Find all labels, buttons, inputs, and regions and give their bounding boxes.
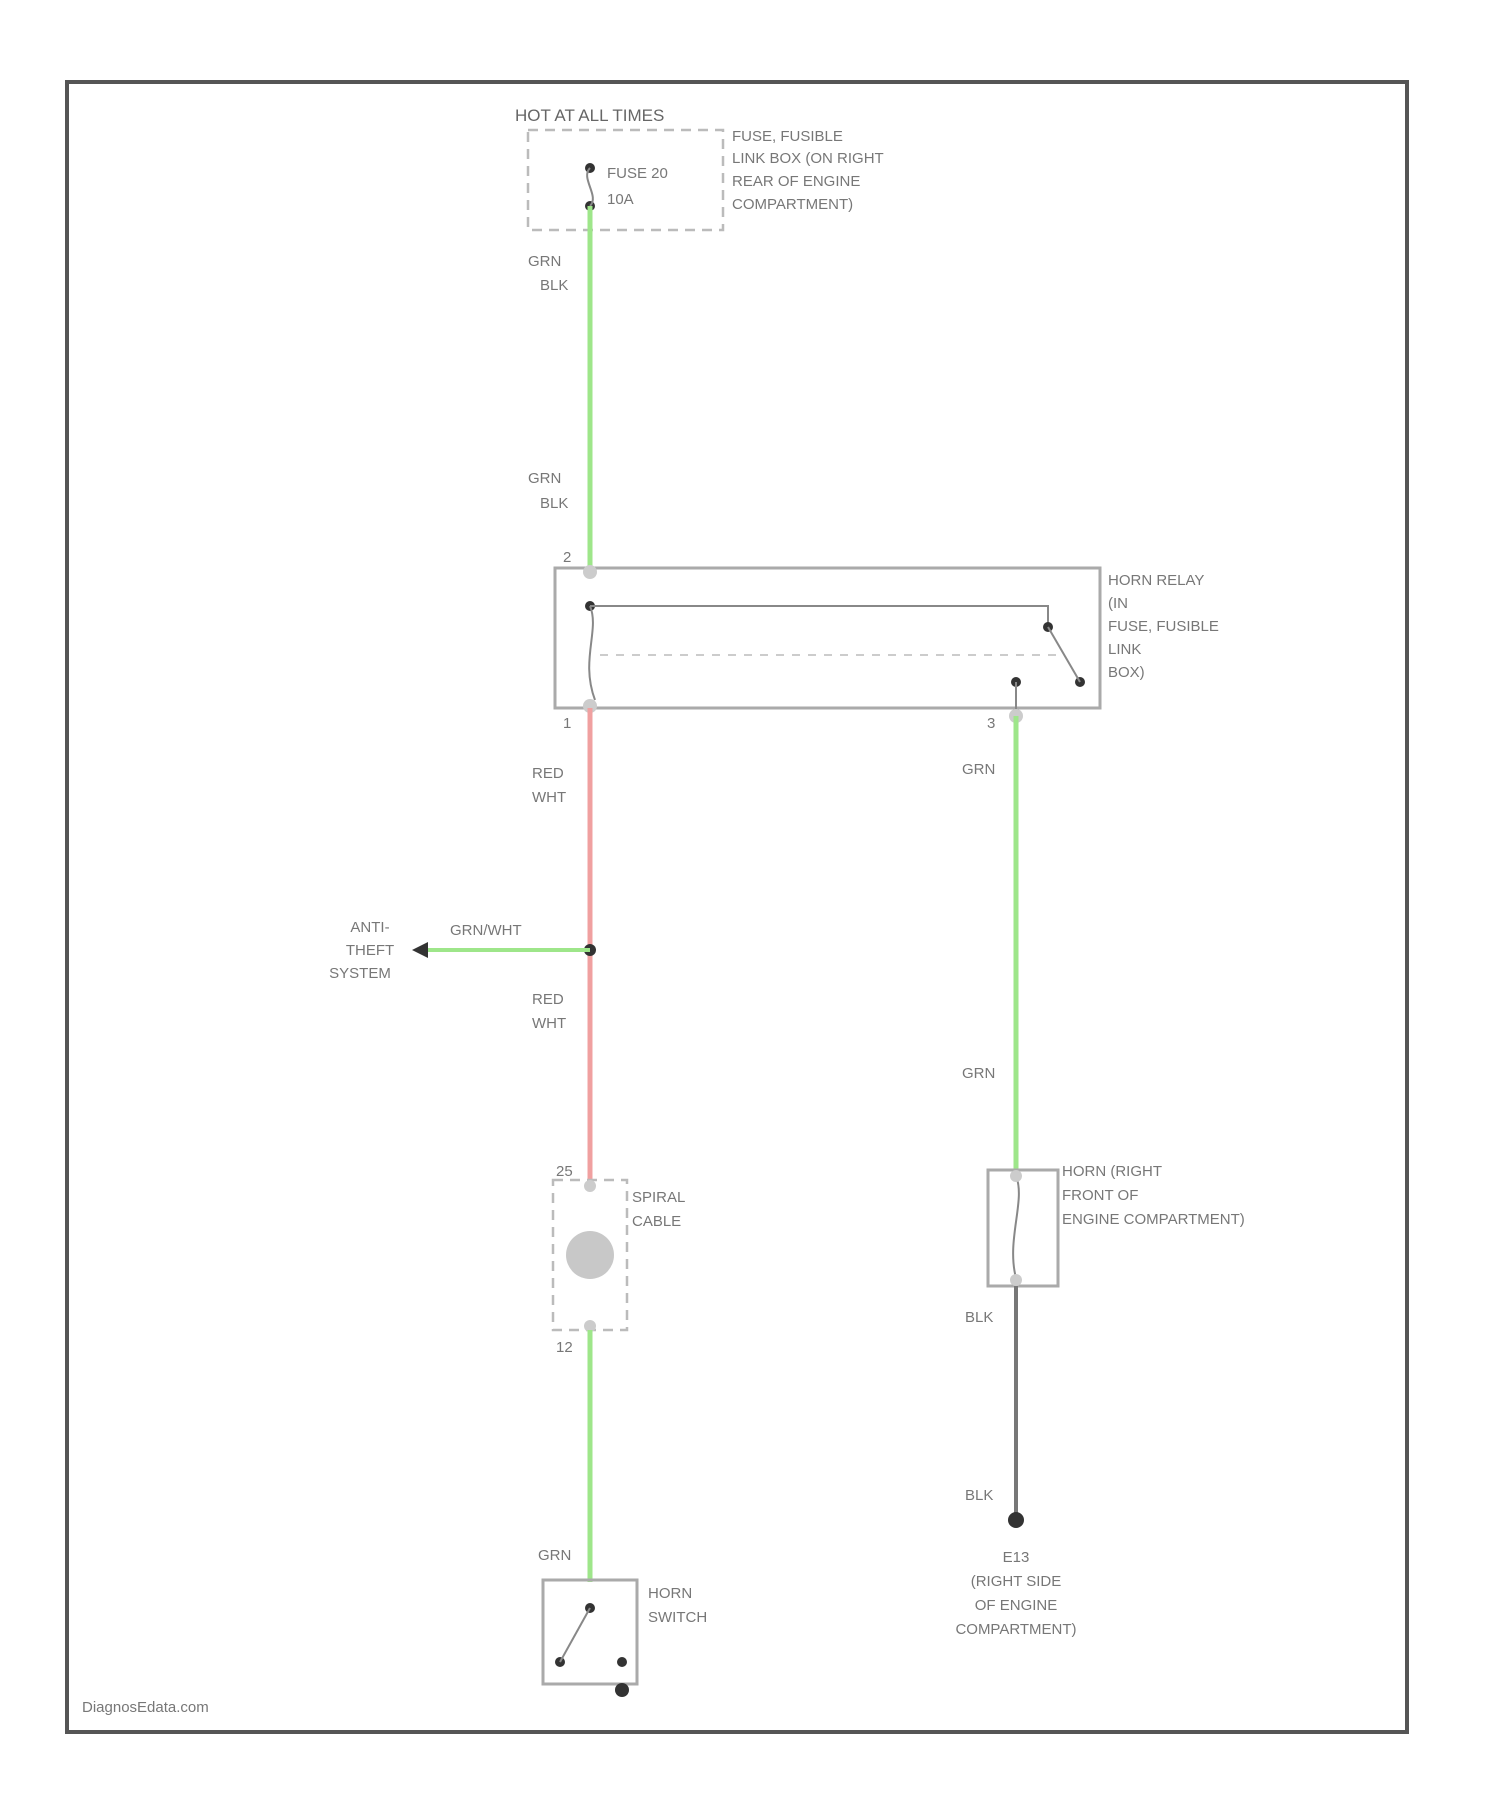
ground-point-icon	[1008, 1512, 1024, 1528]
watermark: DiagnosEdata.com	[82, 1699, 209, 1716]
spiral-pin-bottom: 12	[556, 1339, 573, 1356]
relay-coil-and-contacts	[583, 565, 1085, 723]
anti-theft-label-2: THEFT	[346, 942, 394, 959]
horn-switch-label-2: SWITCH	[648, 1609, 707, 1626]
wire-label-grn-blk-1b: BLK	[540, 277, 568, 294]
wire-label-blk-2: BLK	[965, 1487, 993, 1504]
horn-label-1: HORN (RIGHT	[1062, 1163, 1162, 1180]
relay-pin-top-left: 2	[563, 549, 571, 566]
relay-label-2: (IN	[1108, 595, 1128, 612]
wire-label-grn-switch: GRN	[538, 1547, 571, 1564]
relay-pin-bottom-right: 3	[987, 715, 995, 732]
wire-label-grn-wht: GRN/WHT	[450, 922, 522, 939]
power-source-label: HOT AT ALL TIMES	[515, 106, 664, 125]
horn-label-2: FRONT OF	[1062, 1187, 1138, 1204]
fuse-symbol	[585, 163, 595, 211]
fuse-rating-line2: 10A	[607, 191, 634, 208]
ground-label-4: COMPARTMENT)	[955, 1621, 1076, 1638]
ground-label-3: OF ENGINE	[975, 1597, 1058, 1614]
wire-label-red-wht-2a: RED	[532, 991, 564, 1008]
wire-label-blk-1: BLK	[965, 1309, 993, 1326]
horn-switch-box	[543, 1580, 637, 1684]
anti-theft-label-1: ANTI-	[350, 919, 389, 936]
fuse-box-label-1: FUSE, FUSIBLE	[732, 128, 843, 145]
wire-label-red-wht-1a: RED	[532, 765, 564, 782]
fuse-box-label-2: LINK BOX (ON RIGHT	[732, 150, 884, 167]
wire-label-red-wht-2b: WHT	[532, 1015, 566, 1032]
fuse-box-label-3: REAR OF ENGINE	[732, 173, 860, 190]
wire-label-grn-horn-1: GRN	[962, 761, 995, 778]
horn-box	[988, 1170, 1058, 1286]
spiral-label-2: CABLE	[632, 1213, 681, 1230]
wire-label-grn-horn-2: GRN	[962, 1065, 995, 1082]
horn-relay-box	[555, 568, 1100, 708]
ground-label-2: (RIGHT SIDE	[971, 1573, 1062, 1590]
spiral-label-1: SPIRAL	[632, 1189, 685, 1206]
relay-label-1: HORN RELAY	[1108, 572, 1204, 589]
relay-label-4: LINK	[1108, 641, 1141, 658]
relay-label-5: BOX)	[1108, 664, 1145, 681]
fuse-rating-line1: FUSE 20	[607, 165, 668, 182]
horn-switch-label-1: HORN	[648, 1585, 692, 1602]
anti-theft-arrow-icon	[412, 942, 428, 958]
horn-switch-ground-icon	[615, 1683, 629, 1697]
wire-label-red-wht-1b: WHT	[532, 789, 566, 806]
spiral-cable-icon	[566, 1231, 614, 1279]
anti-theft-label-3: SYSTEM	[329, 965, 391, 982]
relay-pin-bottom-left: 1	[563, 715, 571, 732]
spiral-pin-top: 25	[556, 1163, 573, 1180]
fuse-box-label-4: COMPARTMENT)	[732, 196, 853, 213]
ground-label-1: E13	[1003, 1549, 1030, 1566]
wire-label-grn-blk-2b: BLK	[540, 495, 568, 512]
relay-label-3: FUSE, FUSIBLE	[1108, 618, 1219, 635]
horn-icon	[1013, 1176, 1019, 1278]
horn-label-3: ENGINE COMPARTMENT)	[1062, 1211, 1245, 1228]
diagram-frame	[67, 82, 1407, 1732]
wire-label-grn-blk-2a: GRN	[528, 470, 561, 487]
wire-label-grn-blk-1a: GRN	[528, 253, 561, 270]
